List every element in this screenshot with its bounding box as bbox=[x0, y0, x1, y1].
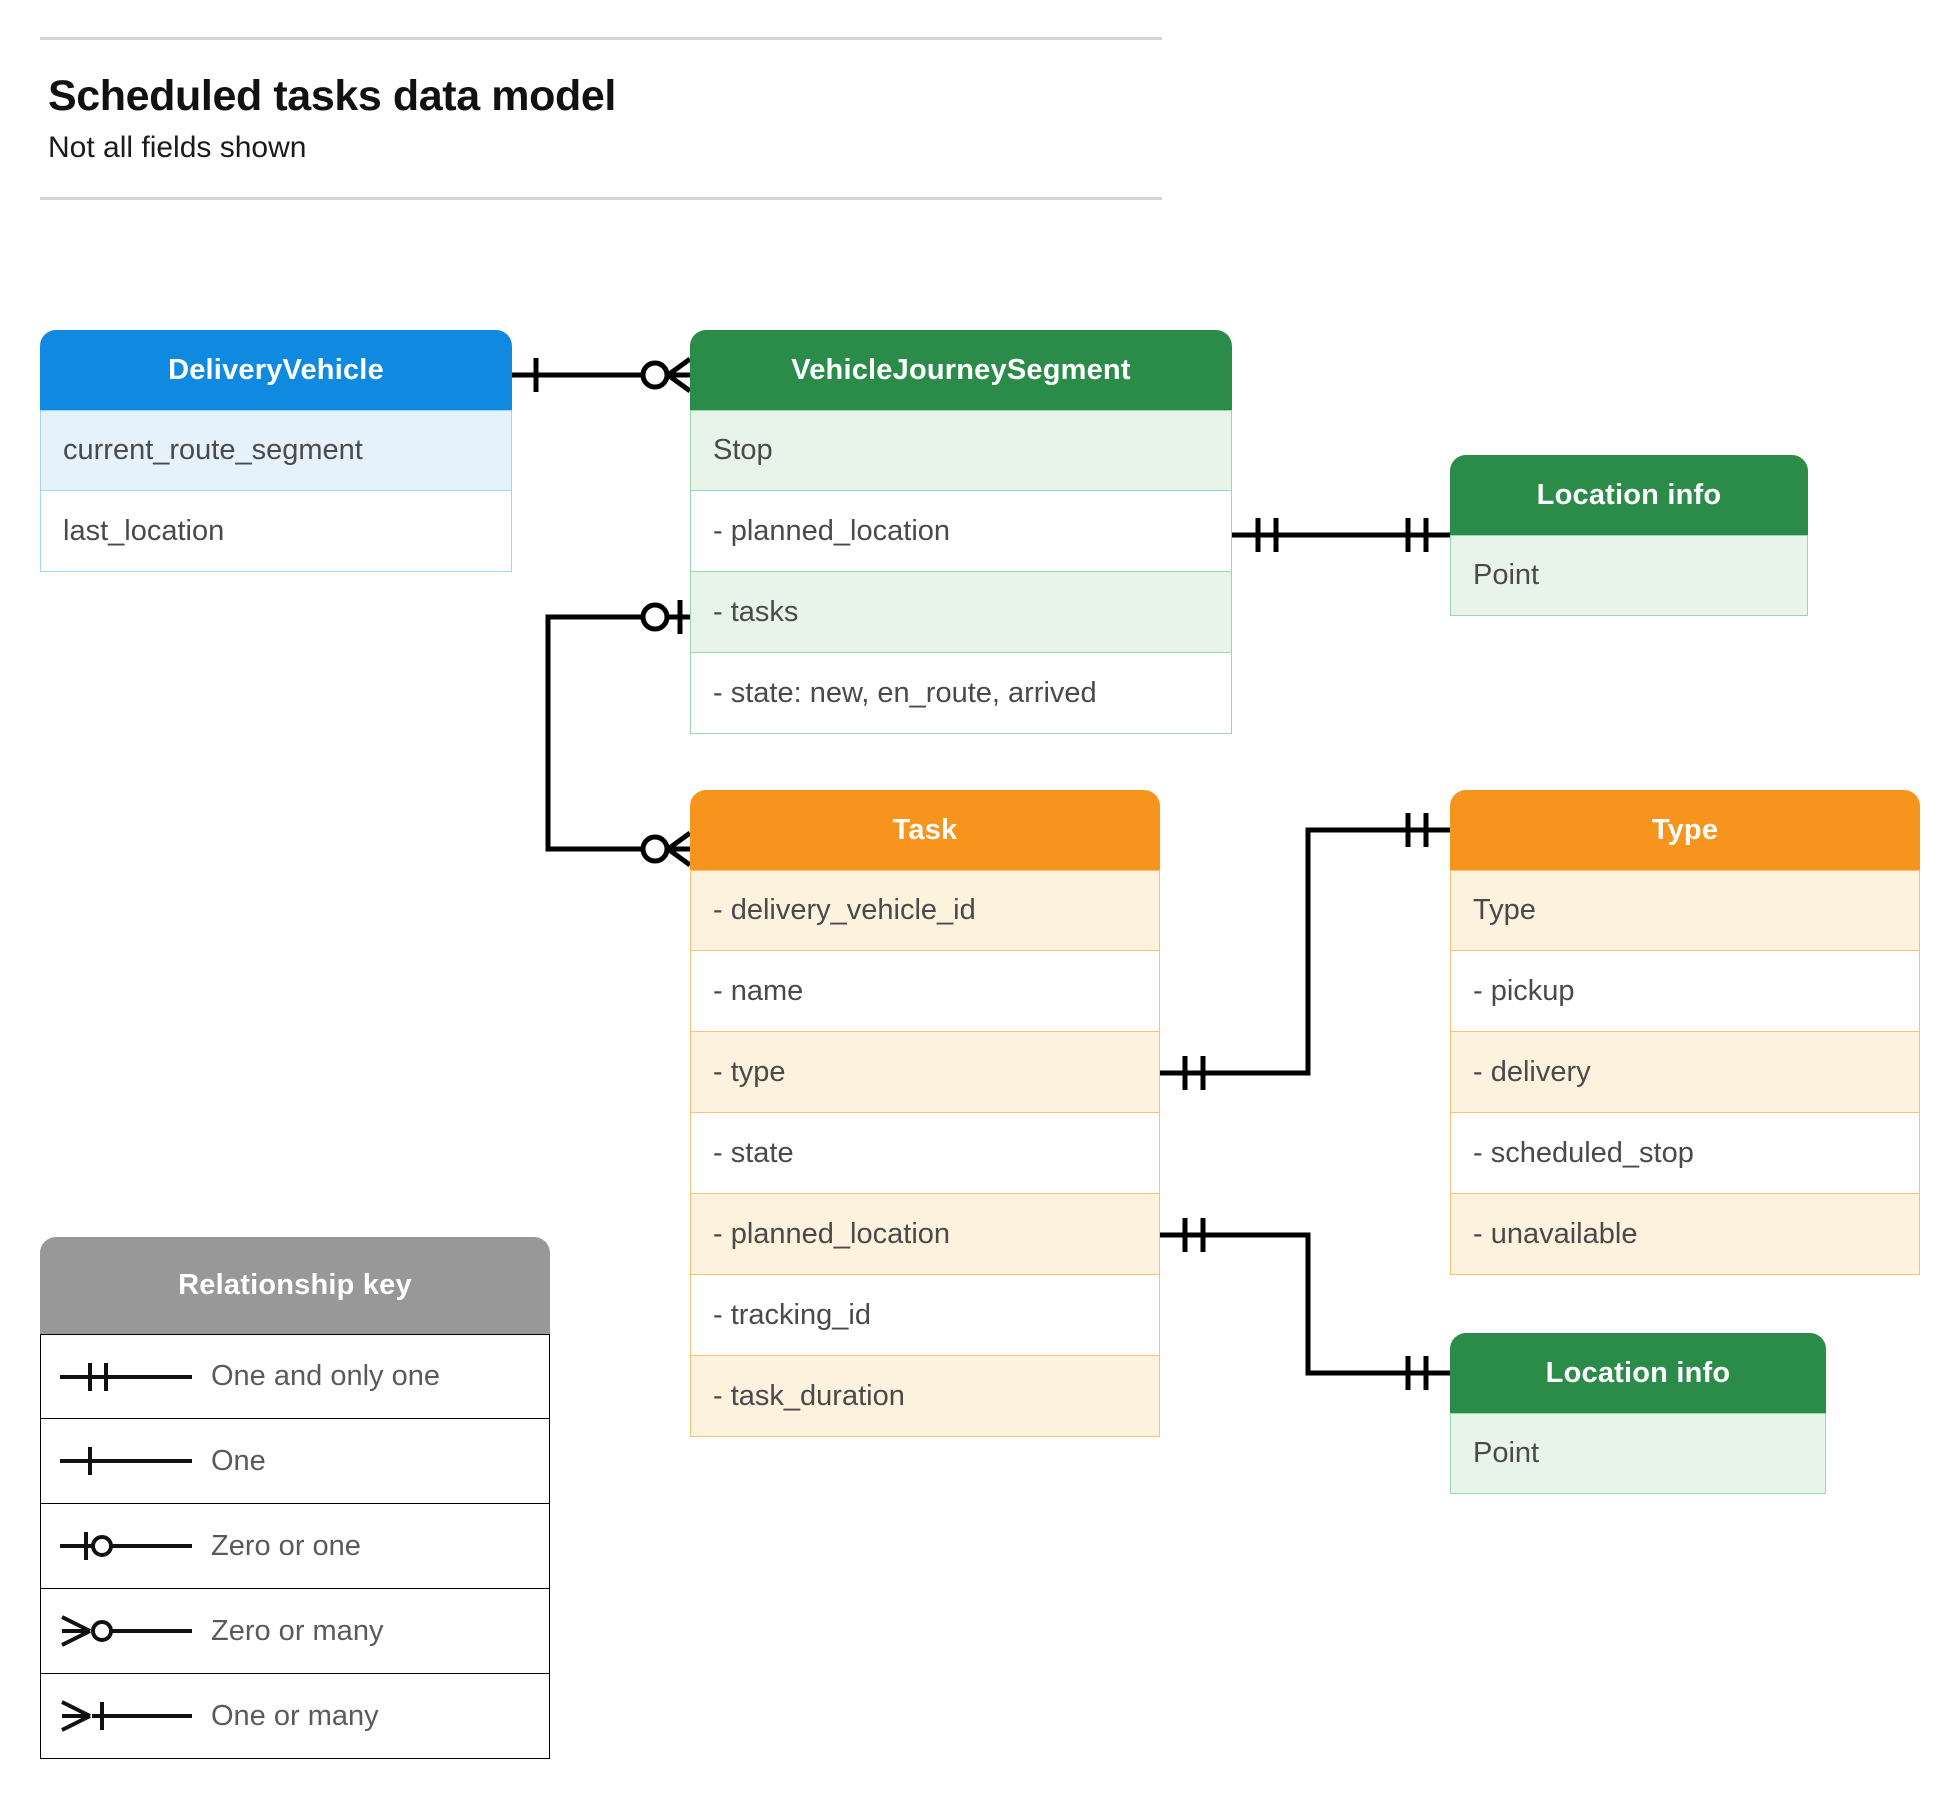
field-row[interactable]: - delivery_vehicle_id bbox=[690, 870, 1160, 951]
entity-vehicle-journey-segment[interactable]: VehicleJourneySegment Stop - planned_loc… bbox=[690, 330, 1232, 734]
header-divider-top bbox=[40, 37, 1162, 40]
crow-up bbox=[666, 356, 692, 378]
page-subtitle: Not all fields shown bbox=[48, 131, 307, 164]
field-row[interactable]: - tasks bbox=[690, 572, 1232, 653]
legend-title: Relationship key bbox=[40, 1237, 550, 1334]
crow-down-task bbox=[666, 846, 692, 868]
field-row[interactable]: Point bbox=[1450, 535, 1808, 616]
header-divider-bottom bbox=[40, 197, 1162, 200]
entity-title-delivery-vehicle: DeliveryVehicle bbox=[40, 330, 512, 410]
field-row[interactable]: - unavailable bbox=[1450, 1194, 1920, 1275]
legend-item-label: Zero or many bbox=[211, 1614, 384, 1647]
legend-body: One and only one One bbox=[40, 1334, 550, 1759]
one-icon bbox=[41, 1441, 211, 1481]
legend-item[interactable]: Zero or many bbox=[40, 1589, 550, 1674]
field-row[interactable]: - task_duration bbox=[690, 1356, 1160, 1437]
crow-up-task bbox=[666, 830, 692, 852]
one-or-many-icon bbox=[41, 1696, 211, 1736]
zero-or-many-icon bbox=[41, 1611, 211, 1651]
entity-title-vehicle-journey-segment: VehicleJourneySegment bbox=[690, 330, 1232, 410]
card-zero-circle-tasks bbox=[640, 602, 670, 632]
field-row[interactable]: - state: new, en_route, arrived bbox=[690, 653, 1232, 734]
entity-body-location-info-top: Point bbox=[1450, 535, 1808, 616]
entity-title-location-info-bottom: Location info bbox=[1450, 1333, 1826, 1413]
card-zero-circle-task bbox=[640, 834, 670, 864]
entity-task[interactable]: Task - delivery_vehicle_id - name - type… bbox=[690, 790, 1160, 1437]
entity-body-location-info-bottom: Point bbox=[1450, 1413, 1826, 1494]
zero-or-one-icon bbox=[41, 1526, 211, 1566]
field-row[interactable]: - name bbox=[690, 951, 1160, 1032]
entity-body-type: Type - pickup - delivery - scheduled_sto… bbox=[1450, 870, 1920, 1275]
entity-location-info-top[interactable]: Location info Point bbox=[1450, 455, 1808, 616]
wire-type-to-type bbox=[1160, 827, 1450, 1076]
legend-item-label: One bbox=[211, 1444, 266, 1477]
legend-item[interactable]: One or many bbox=[40, 1674, 550, 1759]
crow-down bbox=[666, 372, 692, 394]
field-row[interactable]: - pickup bbox=[1450, 951, 1920, 1032]
field-row[interactable]: Stop bbox=[690, 410, 1232, 491]
field-row[interactable]: - scheduled_stop bbox=[1450, 1113, 1920, 1194]
legend-relationship-key[interactable]: Relationship key One and only one bbox=[40, 1237, 550, 1759]
entity-body-task: - delivery_vehicle_id - name - type - st… bbox=[690, 870, 1160, 1437]
legend-item-label: One or many bbox=[211, 1699, 379, 1732]
legend-item-label: Zero or one bbox=[211, 1529, 361, 1562]
entity-title-location-info-top: Location info bbox=[1450, 455, 1808, 535]
wire-planned-to-location-bottom bbox=[1160, 1232, 1450, 1376]
legend-item[interactable]: One bbox=[40, 1419, 550, 1504]
field-row[interactable]: Type bbox=[1450, 870, 1920, 951]
entity-location-info-bottom[interactable]: Location info Point bbox=[1450, 1333, 1826, 1494]
field-row[interactable]: - tracking_id bbox=[690, 1275, 1160, 1356]
field-row[interactable]: - planned_location bbox=[690, 1194, 1160, 1275]
entity-title-type: Type bbox=[1450, 790, 1920, 870]
field-row[interactable]: - state bbox=[690, 1113, 1160, 1194]
field-row[interactable]: Point bbox=[1450, 1413, 1826, 1494]
one-and-only-one-icon bbox=[41, 1357, 211, 1397]
wire-tasks-to-task bbox=[545, 614, 690, 852]
field-row[interactable]: - type bbox=[690, 1032, 1160, 1113]
entity-title-task: Task bbox=[690, 790, 1160, 870]
field-row[interactable]: last_location bbox=[40, 491, 512, 572]
entity-body-vehicle-journey-segment: Stop - planned_location - tasks - state:… bbox=[690, 410, 1232, 734]
card-zero-circle bbox=[640, 360, 670, 390]
field-row[interactable]: current_route_segment bbox=[40, 410, 512, 491]
entity-body-delivery-vehicle: current_route_segment last_location bbox=[40, 410, 512, 572]
page-title: Scheduled tasks data model bbox=[48, 72, 616, 120]
entity-type[interactable]: Type Type - pickup - delivery - schedule… bbox=[1450, 790, 1920, 1275]
field-row[interactable]: - delivery bbox=[1450, 1032, 1920, 1113]
entity-delivery-vehicle[interactable]: DeliveryVehicle current_route_segment la… bbox=[40, 330, 512, 572]
legend-item[interactable]: One and only one bbox=[40, 1334, 550, 1419]
field-row[interactable]: - planned_location bbox=[690, 491, 1232, 572]
legend-item-label: One and only one bbox=[211, 1360, 440, 1392]
legend-item[interactable]: Zero or one bbox=[40, 1504, 550, 1589]
